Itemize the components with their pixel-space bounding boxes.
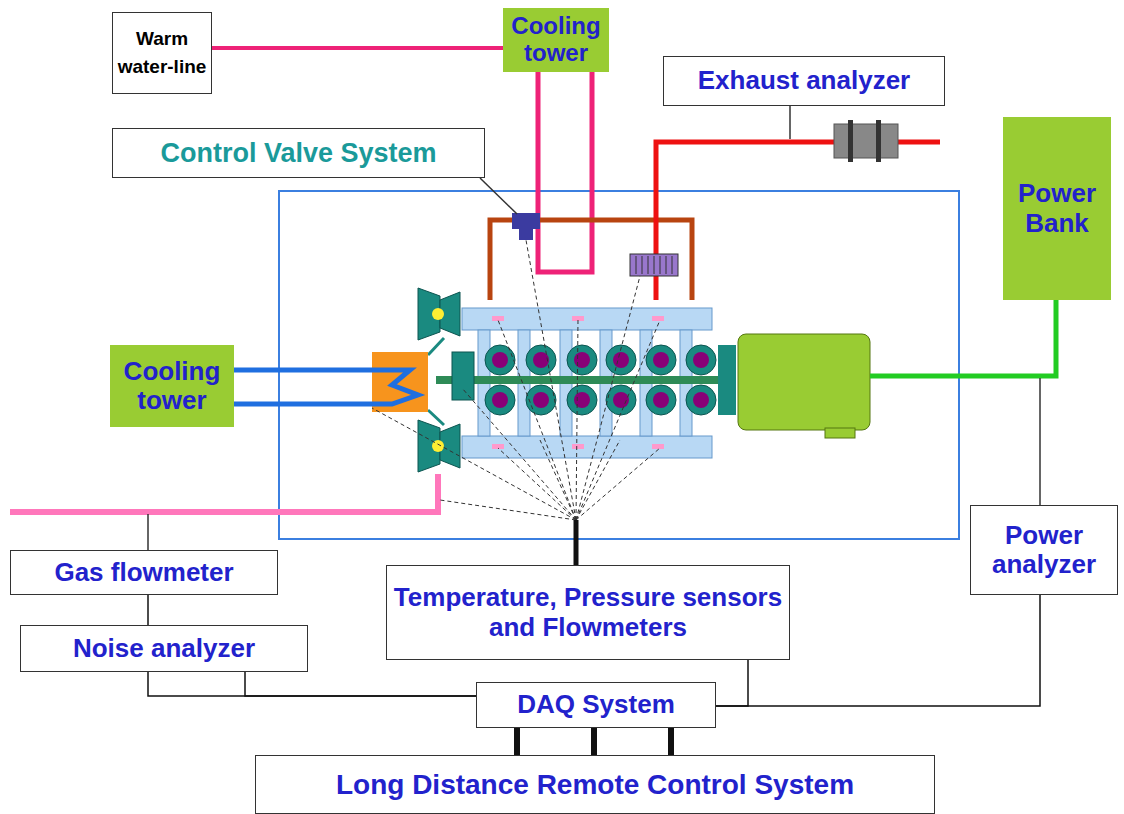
cylinder: [485, 345, 515, 375]
piston: [492, 392, 508, 408]
generator-foot: [825, 428, 855, 438]
piston: [693, 392, 709, 408]
cylinders: [485, 345, 716, 415]
coolant-manifold: [490, 220, 692, 300]
test-cell-outline: [279, 191, 959, 539]
node-text: Warm water-line: [117, 25, 207, 82]
cylinder: [526, 385, 556, 415]
sensor-box: Temperature, Pressure sensors and Flowme…: [386, 565, 790, 660]
node-text: Control Valve System: [160, 138, 436, 168]
coupling: [718, 345, 736, 415]
signal-line: [1039, 378, 1041, 505]
node-text: Power Bank: [1007, 179, 1107, 237]
exhaust-pipe: [656, 142, 940, 300]
power-bank: Power Bank: [1003, 117, 1111, 300]
instrument-box: Power analyzer: [970, 505, 1118, 595]
pipe: [428, 338, 444, 355]
node-text: Temperature, Pressure sensors and Flowme…: [391, 583, 785, 641]
piston: [653, 352, 669, 368]
exhaust-probe: [848, 120, 853, 162]
cooling-tower: Cooling tower: [110, 345, 234, 427]
intercooler: [630, 254, 678, 276]
cylinder: [686, 385, 716, 415]
node-text: Noise analyzer: [73, 634, 255, 663]
node-text: Power analyzer: [975, 521, 1113, 579]
label-box: Control Valve System: [112, 128, 485, 178]
piston: [693, 352, 709, 368]
cylinder: [526, 345, 556, 375]
analyzer-box: Exhaust analyzer: [663, 56, 945, 106]
piston: [613, 352, 629, 368]
cooling-tower: Cooling tower: [503, 8, 609, 72]
connector: [668, 728, 674, 755]
instrument-box: Noise analyzer: [20, 625, 308, 672]
control-system-box: Long Distance Remote Control System: [255, 755, 935, 814]
piston: [533, 392, 549, 408]
cooling-loop-pipe: [538, 72, 592, 272]
connector: [148, 672, 476, 696]
cylinder: [646, 345, 676, 375]
node-text: Gas flowmeter: [54, 558, 233, 587]
node-text: Cooling tower: [507, 13, 605, 67]
leader-line: [789, 106, 791, 139]
node-text: DAQ System: [517, 690, 675, 719]
instrument-box: Gas flowmeter: [10, 550, 278, 595]
cylinder: [686, 345, 716, 375]
piston: [492, 352, 508, 368]
leader-line: [480, 178, 517, 214]
pipe: [428, 410, 444, 425]
generator: [738, 334, 870, 430]
intercooler-fins: [636, 256, 672, 274]
node-text: Cooling tower: [114, 357, 230, 415]
connector: [147, 595, 149, 625]
power-cable: [870, 300, 1056, 376]
cylinder: [567, 345, 597, 375]
piston: [574, 392, 590, 408]
control-valve: [512, 213, 540, 229]
gear-housing: [452, 352, 474, 400]
node-text: Long Distance Remote Control System: [336, 769, 854, 800]
node-text: Exhaust analyzer: [698, 66, 910, 95]
gas-pipe: [10, 474, 438, 512]
sensor-bus: [574, 520, 579, 565]
connector: [245, 672, 476, 696]
daq-box: DAQ System: [476, 682, 716, 728]
connector: [716, 660, 748, 706]
cylinder: [646, 385, 676, 415]
exhaust-probe: [876, 120, 881, 162]
exhaust-probe: [834, 124, 898, 158]
connector: [514, 728, 520, 755]
cooling-water-pipe: [234, 370, 418, 404]
cylinder: [485, 385, 515, 415]
piston: [574, 352, 590, 368]
sensor-leads: [372, 240, 660, 520]
label-box: Warm water-line: [112, 12, 212, 94]
signal-line: [147, 514, 149, 550]
turbo-hub: [432, 308, 444, 320]
warm-water-pipe: [212, 46, 536, 50]
cylinder: [567, 385, 597, 415]
piston: [653, 392, 669, 408]
connector: [591, 728, 597, 755]
crankshaft: [436, 376, 726, 384]
control-valve: [519, 228, 533, 240]
piston: [613, 392, 629, 408]
